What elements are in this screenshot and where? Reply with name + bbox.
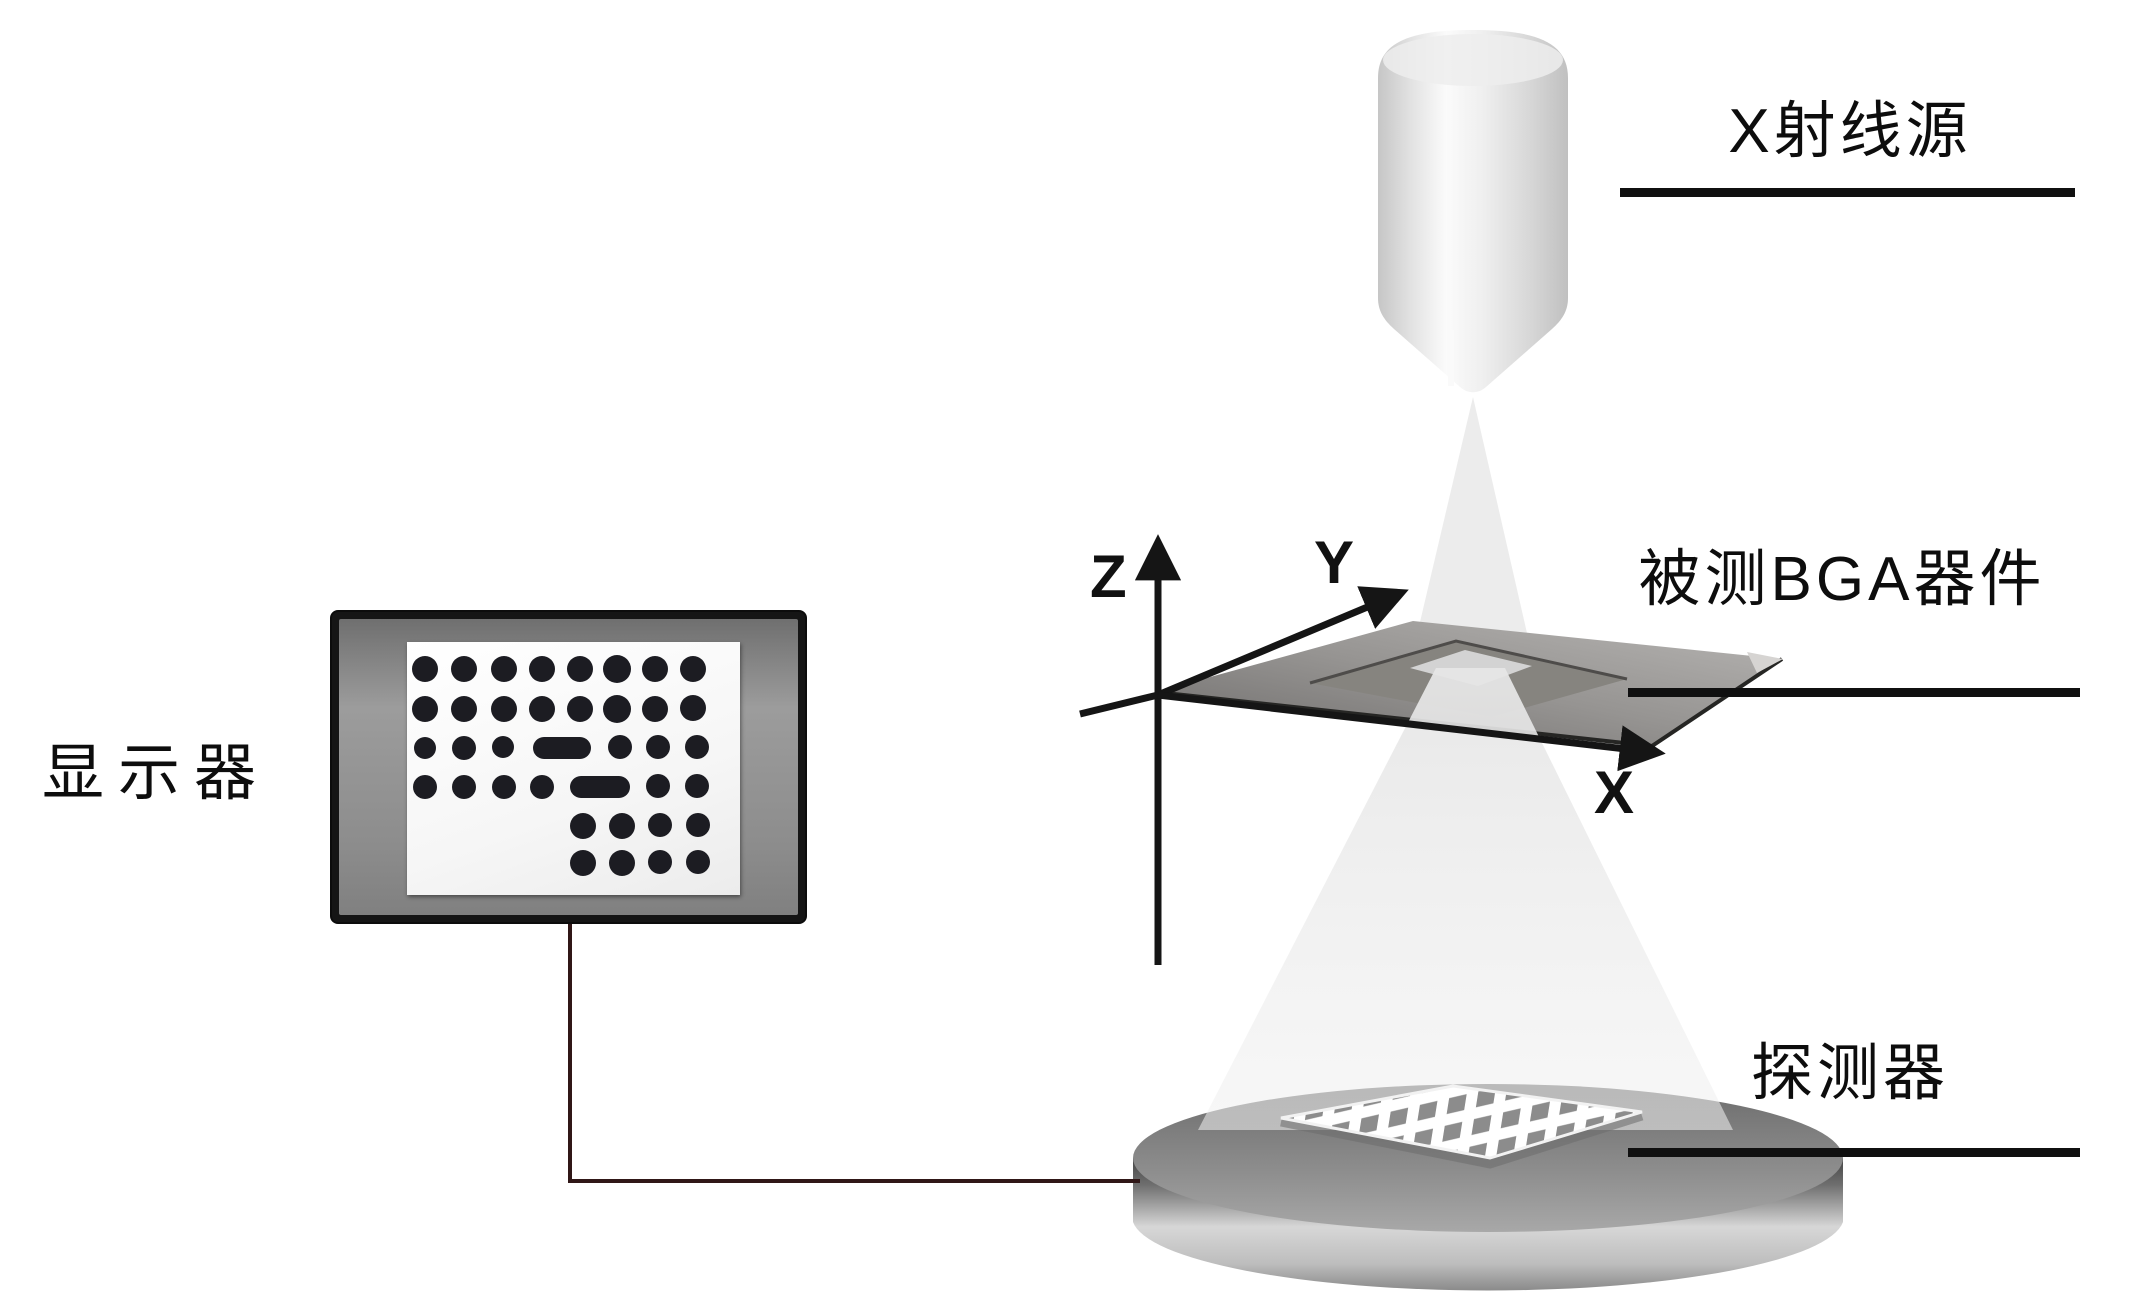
label-monitor: 显示器 — [42, 739, 271, 808]
label-xray-source: X射线源 — [1728, 97, 1972, 166]
xray-source — [1378, 30, 1568, 393]
xray-source-underline — [1620, 188, 2075, 197]
projected-mesh — [1280, 1084, 1643, 1160]
monitor — [332, 612, 805, 922]
projected-image-shadow — [1280, 1111, 1644, 1169]
y-axis-back-stub — [1079, 691, 1159, 718]
xray-source-body — [1378, 30, 1568, 393]
coordinate-axes — [1079, 534, 1666, 965]
detector-underline — [1628, 1148, 2080, 1157]
monitor-cable — [568, 922, 1140, 1183]
y-axis — [1156, 586, 1409, 699]
projected-image — [1280, 1084, 1644, 1169]
x-axis — [1157, 691, 1666, 772]
bga-plate-corner-curl — [1747, 652, 1783, 673]
y-axis-label: Y — [1314, 529, 1355, 596]
bga-recess-edge — [1309, 639, 1628, 685]
bga-device-underline — [1628, 688, 2080, 697]
xray-beam-upper-cone — [1404, 397, 1540, 690]
xray-beam-lower-cone — [1198, 668, 1733, 1130]
bga-xray-image — [412, 655, 710, 876]
bga-ball-pattern — [412, 655, 710, 876]
monitor-screen — [407, 642, 740, 895]
x-axis-label: X — [1594, 759, 1635, 826]
label-bga-device: 被测BGA器件 — [1638, 545, 2046, 614]
xray-source-top — [1383, 34, 1563, 86]
label-detector: 探测器 — [1750, 1039, 1949, 1108]
z-axis-label: Z — [1090, 543, 1127, 610]
